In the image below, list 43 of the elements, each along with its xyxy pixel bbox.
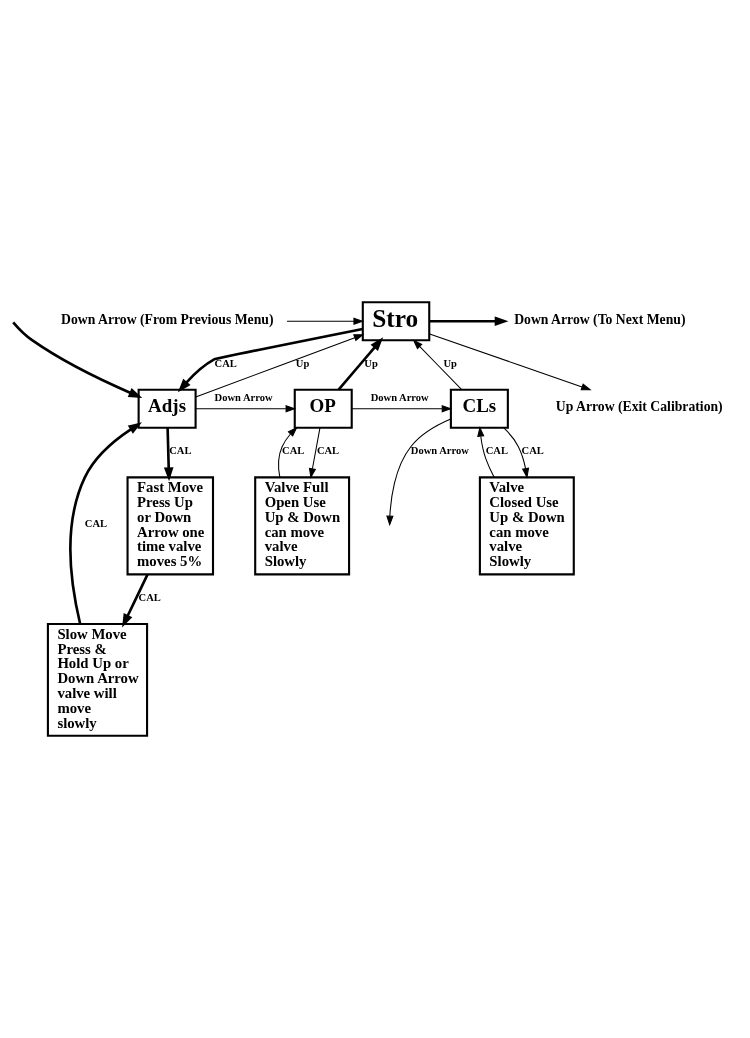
edge-label: Up (364, 357, 378, 369)
edge-label: CAL (214, 357, 237, 369)
arrow (337, 337, 384, 391)
arrow (308, 427, 321, 479)
arrow (477, 426, 495, 478)
arrow (195, 334, 365, 398)
edge-label: Up (295, 357, 310, 369)
edge-label: CAL (485, 445, 508, 457)
arrow (195, 405, 297, 413)
arrow (69, 422, 142, 625)
arrow (122, 574, 149, 628)
arrow (163, 427, 174, 482)
edge-label: CAL (282, 445, 305, 457)
arrow (386, 418, 452, 527)
node-box: Valve Closed Use Up & Down can move valve Slowly (478, 476, 575, 576)
arrow (278, 426, 298, 478)
edge-label: CAL (84, 518, 108, 530)
arrow (177, 327, 363, 393)
edge-label: CAL (316, 445, 340, 457)
arrow (286, 317, 364, 325)
edge-label: Up (443, 357, 457, 369)
arrow (429, 316, 509, 326)
node-box: Adjs (137, 388, 197, 429)
node-box: Slow Move Press & Hold Up or Down Arrow valve will move slowly (46, 622, 149, 737)
edge-label: Down Arrow (410, 445, 469, 457)
node-box: Stro (361, 301, 431, 342)
arrow (351, 405, 453, 413)
arrow (429, 333, 592, 391)
node-box: CLs (449, 388, 509, 429)
edge-label: CAL (169, 445, 192, 457)
edge-label: CAL (521, 445, 544, 457)
arrow (412, 339, 463, 391)
node-box: Fast Move Press Up or Down Arrow one time valve moves 5% (126, 476, 215, 576)
node-text: Up Arrow (Exit Calibration) (555, 399, 723, 415)
node-text: Down Arrow (To Next Menu) (514, 311, 686, 327)
arrow (503, 427, 530, 479)
edge-label: Down Arrow (214, 392, 273, 404)
node-box: Valve Full Open Use Up & Down can move valve Slowly (254, 476, 351, 576)
edge-label: CAL (138, 591, 161, 603)
node-box: OP (293, 388, 353, 429)
edge-label: Down Arrow (370, 392, 429, 404)
arrow (12, 321, 143, 398)
node-text: Down Arrow (From Previous Menu) (61, 311, 274, 327)
